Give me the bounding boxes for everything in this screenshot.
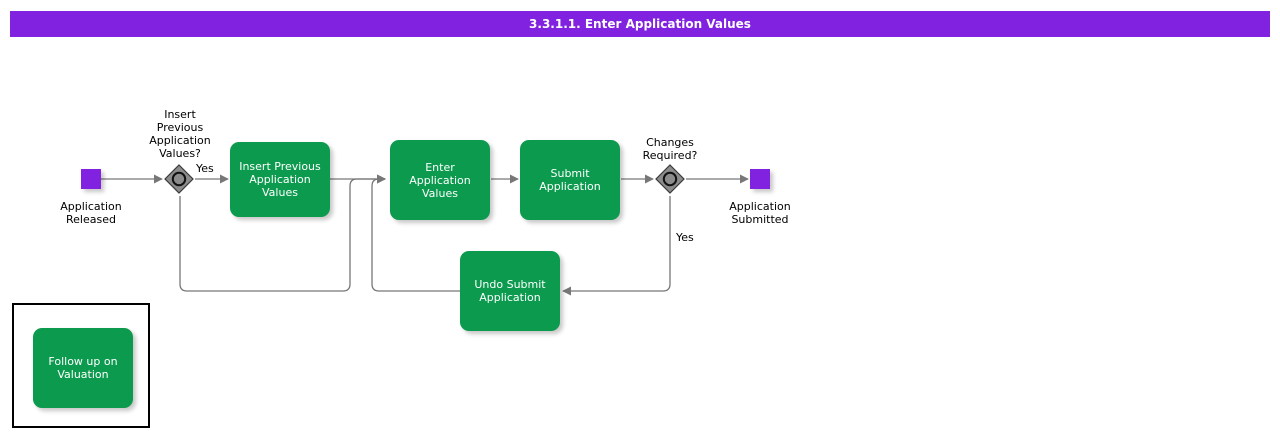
task-insert-previous-label: Insert Previous Application Values: [239, 160, 321, 199]
gateway-2-yes-label: Yes: [676, 231, 694, 244]
start-event-label: Application Released: [60, 200, 122, 226]
end-event-application-submitted[interactable]: [750, 169, 770, 189]
edge-undo-to-enter: [371, 174, 460, 292]
gateway-1-label: Insert Previous Application Values?: [149, 108, 211, 160]
task-enter-application-values[interactable]: Enter Application Values: [390, 140, 490, 220]
task-enter-values-label: Enter Application Values: [409, 160, 471, 200]
task-undo-submit-application[interactable]: Undo Submit Application: [460, 251, 560, 331]
page-title: 3.3.1.1. Enter Application Values: [529, 17, 751, 31]
gateway-2-label: Changes Required?: [642, 136, 698, 162]
task-follow-up-on-valuation[interactable]: Follow up on Valuation: [33, 328, 133, 408]
task-submit-label: Submit Application: [539, 167, 601, 193]
edge-gateway1-no-to-enter: [179, 174, 386, 292]
gateway-1-yes-label: Yes: [196, 162, 214, 175]
end-event-label: Application Submitted: [729, 200, 791, 226]
task-follow-up-label: Follow up on Valuation: [48, 355, 118, 381]
task-insert-previous-application-values[interactable]: Insert Previous Application Values: [230, 142, 330, 217]
task-undo-submit-label: Undo Submit Application: [474, 278, 546, 304]
legend-container: Follow up on Valuation: [12, 303, 150, 428]
gateway-changes-required[interactable]: [655, 164, 685, 194]
task-submit-application[interactable]: Submit Application: [520, 140, 620, 220]
edge-gateway2-yes-to-undo: [562, 196, 671, 296]
page-title-bar: 3.3.1.1. Enter Application Values: [10, 11, 1270, 37]
start-event-application-released[interactable]: [81, 169, 101, 189]
gateway-insert-previous-values[interactable]: [164, 164, 194, 194]
